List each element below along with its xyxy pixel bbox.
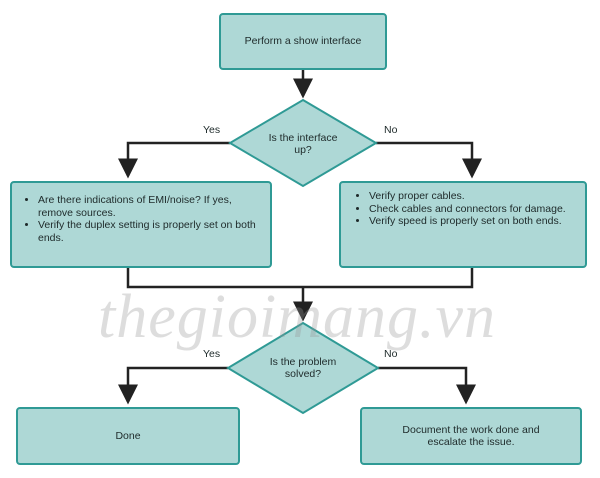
done-box: Done <box>16 407 240 465</box>
done-label: Done <box>115 429 141 442</box>
yes1-box: Are there indications of EMI/noise? If y… <box>10 181 272 268</box>
no1-item: Check cables and connectors for damage. <box>369 203 575 216</box>
no1-box: Verify proper cables. Check cables and c… <box>339 181 587 268</box>
decision2-diamond <box>226 321 380 415</box>
decision1-label: Is the interface up? <box>268 131 338 157</box>
decision1-diamond <box>228 98 378 188</box>
decision2-label: Is the problem solved? <box>269 355 337 381</box>
start-label: Perform a show interface <box>244 35 362 48</box>
arrow-decision2-yes <box>118 366 228 405</box>
branch-label-yes-1: Yes <box>203 124 221 136</box>
line-yes1-merge <box>126 268 474 289</box>
no1-item: Verify speed is properly set on both end… <box>369 215 575 228</box>
no1-item: Verify proper cables. <box>369 190 575 203</box>
arrow-decision2-no <box>378 366 476 405</box>
start-box: Perform a show interface <box>219 13 387 70</box>
branch-label-yes-2: Yes <box>203 348 221 360</box>
yes1-item: Verify the duplex setting is properly se… <box>38 219 260 244</box>
branch-label-no-1: No <box>384 124 398 136</box>
arrow-decision1-yes <box>118 141 230 179</box>
escalate-box: Document the work done and escalate the … <box>360 407 582 465</box>
yes1-item: Are there indications of EMI/noise? If y… <box>38 194 260 219</box>
branch-label-no-2: No <box>384 348 398 360</box>
no1-list: Verify proper cables. Check cables and c… <box>353 190 575 228</box>
escalate-label: Document the work done and escalate the … <box>402 423 540 449</box>
arrow-decision1-no <box>376 141 482 179</box>
yes1-list: Are there indications of EMI/noise? If y… <box>22 194 260 244</box>
